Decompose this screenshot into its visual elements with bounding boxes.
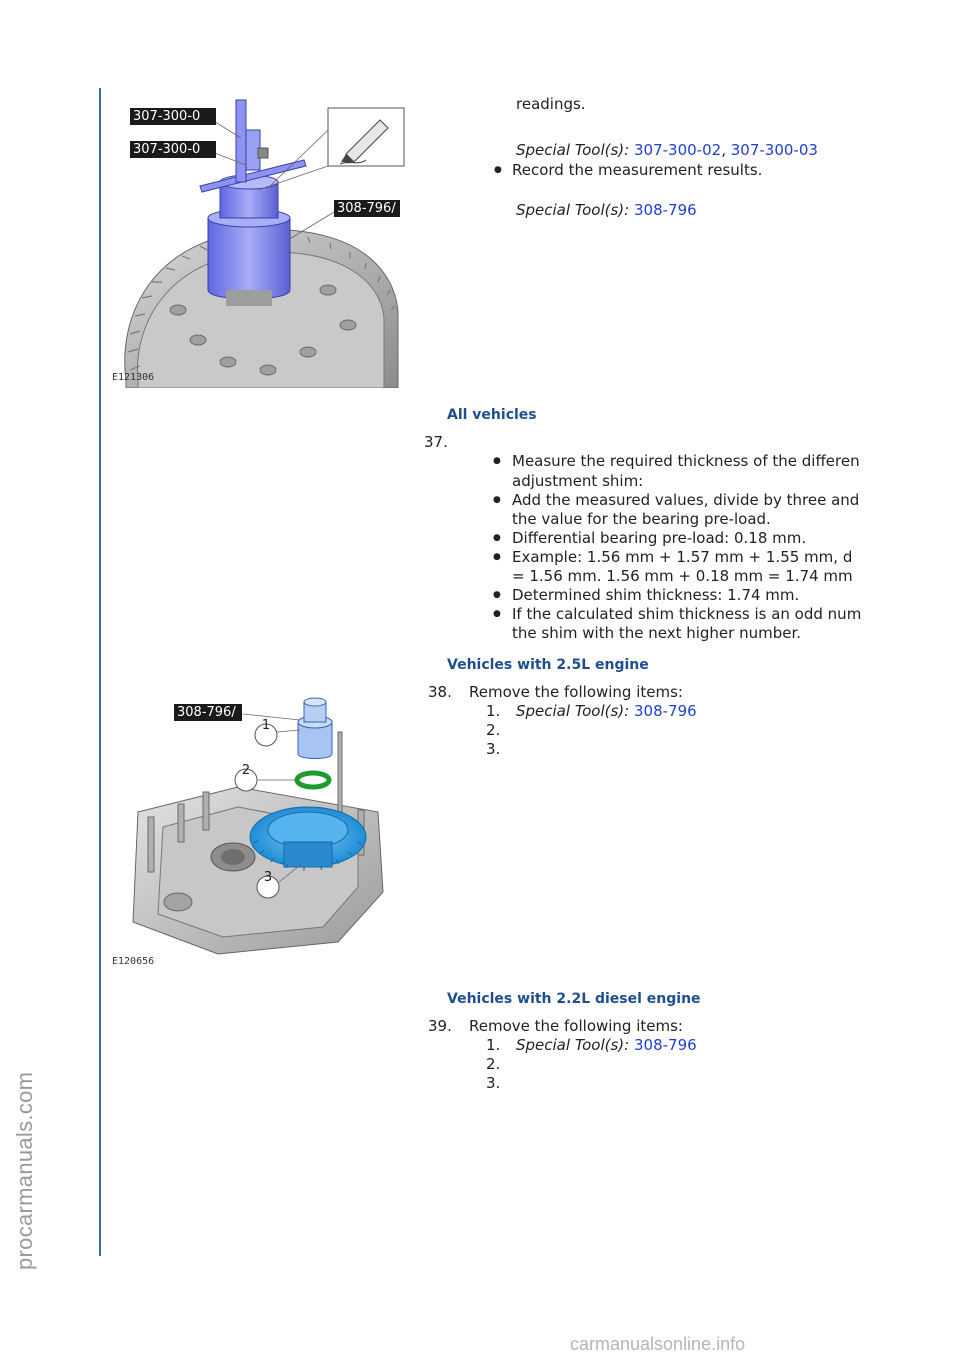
tool-separator: , [721, 141, 726, 159]
bullet-dot: ● [493, 609, 501, 619]
step37-bullet-measure-cont: adjustment shim: [512, 472, 644, 490]
step37-bullet-example-cont: = 1.56 mm. 1.56 mm + 0.18 mm = 1.74 mm [512, 567, 853, 585]
bullet-dot: ● [493, 533, 501, 543]
step39-text: Remove the following items: [469, 1017, 683, 1035]
step37-bullet-add: Add the measured values, divide by three… [512, 490, 859, 510]
step38-number: 38. [428, 683, 452, 701]
tool-link-307-300-03[interactable]: 307-300-03 [730, 141, 818, 159]
step37-bullet-odd: If the calculated shim thickness is an o… [512, 604, 861, 624]
figure1-label-tool-c: 308-796/ [334, 200, 400, 217]
section-heading-2-5l-engine: Vehicles with 2.5L engine [447, 657, 649, 673]
watermark-carmanualsonline[interactable]: carmanualsonline.info [570, 1334, 746, 1354]
step36-special-tools-line-2: Special Tool(s): 308-796 [516, 200, 697, 220]
step37-bullet-measure: Measure the required thickness of the di… [512, 451, 860, 471]
figure2-code: E120656 [112, 956, 155, 967]
special-tools-label: Special Tool(s): [516, 201, 630, 219]
figure-e121306: 307-300-0 307-300-0 308-796/ E121306 [108, 90, 408, 389]
step37-bullet-preload: Differential bearing pre-load: 0.18 mm. [512, 528, 806, 548]
step37-number: 37. [424, 433, 448, 451]
step38-item1-number: 1. [486, 702, 501, 720]
figure1-code: E121306 [112, 372, 155, 383]
step39-item3-number: 3. [486, 1074, 501, 1092]
tool-link-308-796[interactable]: 308-796 [634, 1036, 697, 1054]
step36-readings-text: readings. [516, 95, 586, 113]
step39-item2-number: 2. [486, 1055, 501, 1073]
figure-e120656: 1 2 3 308-796/ E120656 [108, 692, 408, 972]
figure1-label-tool-b: 307-300-0 [130, 141, 216, 158]
bullet-dot: ● [493, 590, 501, 600]
bullet-dot: ● [493, 552, 501, 562]
differential-measure-illustration [124, 99, 405, 389]
watermark-procarmanuals-text: procarmanuals.com [12, 1071, 37, 1270]
step39-item1: Special Tool(s): 308-796 [516, 1035, 697, 1055]
step39-number: 39. [428, 1017, 452, 1035]
special-tools-label: Special Tool(s): [516, 702, 630, 720]
tool-link-308-796[interactable]: 308-796 [634, 702, 697, 720]
step37-bullet-dots: ● ● ● ● ● ● [493, 451, 507, 641]
bullet-dot: ● [493, 456, 501, 466]
tool-link-308-796[interactable]: 308-796 [634, 201, 697, 219]
special-tools-label: Special Tool(s): [516, 1036, 630, 1054]
step38-text: Remove the following items: [469, 683, 683, 701]
tool-link-307-300-02[interactable]: 307-300-02 [634, 141, 722, 159]
step37-bullets: Measure the required thickness of the di… [512, 451, 872, 641]
step37-bullet-example: Example: 1.56 mm + 1.57 mm + 1.55 mm, d [512, 547, 852, 567]
step39-item1-number: 1. [486, 1036, 501, 1054]
step38-item2-number: 2. [486, 721, 501, 739]
step36-bullet-record: Record the measurement results. [494, 160, 762, 180]
figure1-label-tool-a: 307-300-0 [130, 108, 216, 125]
callout-1: 1 [261, 718, 271, 733]
callout-3: 3 [263, 870, 273, 885]
section-heading-all-vehicles: All vehicles [447, 407, 537, 423]
special-tools-label: Special Tool(s): [516, 141, 630, 159]
left-margin-rule [99, 88, 101, 1256]
step37-bullet-determined: Determined shim thickness: 1.74 mm. [512, 585, 799, 605]
callout-2: 2 [241, 763, 251, 778]
figure2-label-tool: 308-796/ [174, 704, 242, 721]
step38-item3-number: 3. [486, 740, 501, 758]
step37-bullet-add-cont: the value for the bearing pre-load. [512, 510, 771, 528]
step36-special-tools-line: Special Tool(s): 307-300-02, 307-300-03 [516, 140, 818, 160]
step37-bullet-odd-cont: the shim with the next higher number. [512, 624, 802, 641]
bullet-dot: ● [493, 495, 501, 505]
section-heading-2-2l-diesel: Vehicles with 2.2L diesel engine [447, 991, 701, 1007]
step38-item1: Special Tool(s): 308-796 [516, 701, 697, 721]
transmission-case-illustration [132, 697, 384, 955]
